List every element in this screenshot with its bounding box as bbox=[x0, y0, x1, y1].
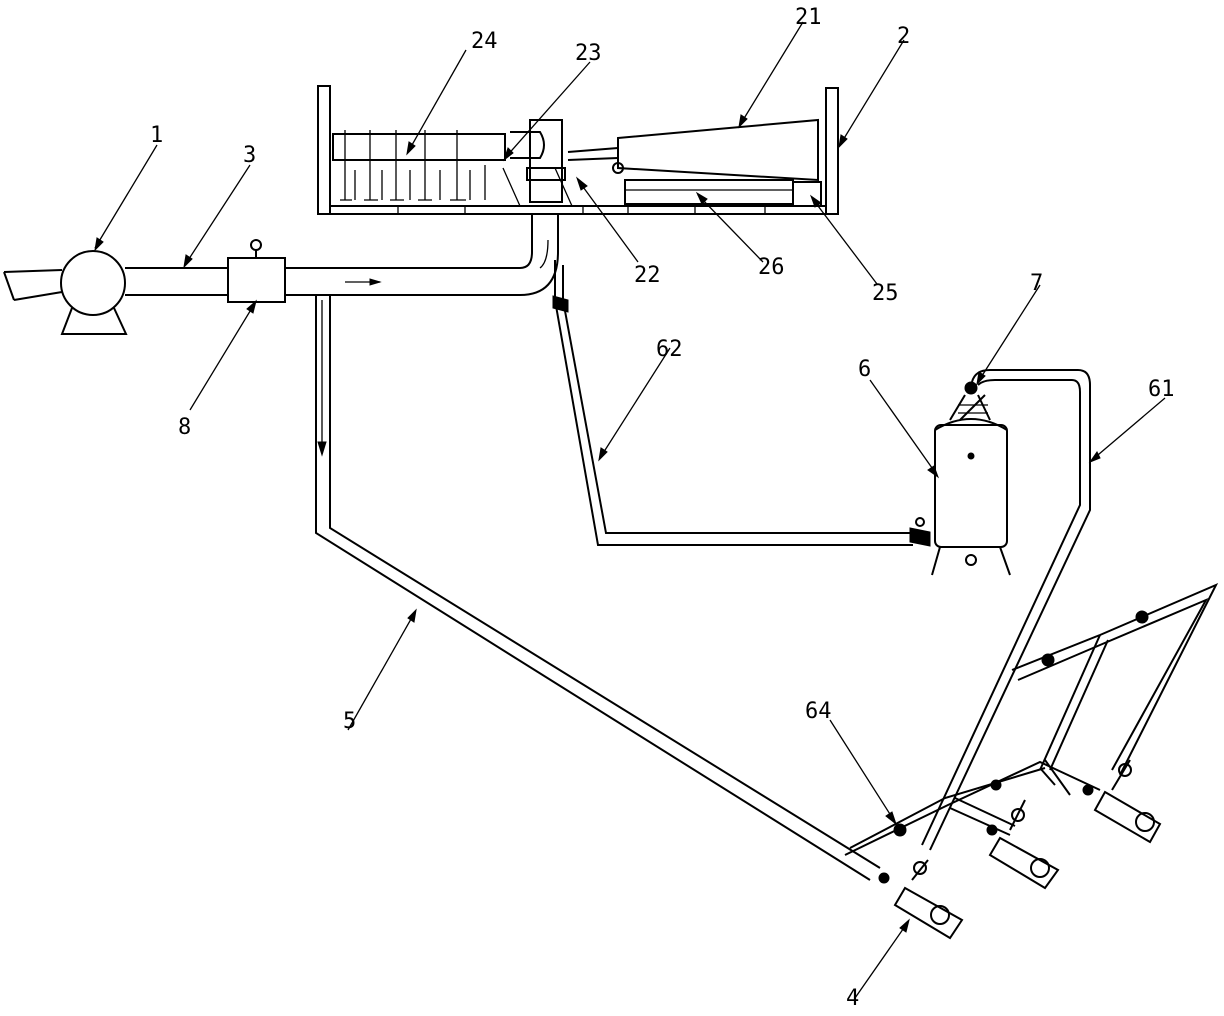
label-6: 6 bbox=[858, 357, 871, 382]
pipe-62 bbox=[552, 260, 913, 546]
leader-lines bbox=[94, 21, 1166, 999]
label-24: 24 bbox=[471, 29, 498, 54]
label-62: 62 bbox=[656, 337, 683, 362]
pump-manifold bbox=[844, 582, 1219, 940]
pipe-61 bbox=[921, 369, 1091, 851]
label-1: 1 bbox=[150, 123, 163, 148]
label-22: 22 bbox=[634, 263, 661, 288]
label-21: 21 bbox=[795, 5, 822, 30]
device-8 bbox=[227, 239, 286, 303]
reference-numerals: 1 2 3 4 5 6 7 8 21 22 23 24 25 26 61 62 … bbox=[150, 5, 1175, 1011]
pump-1 bbox=[3, 250, 128, 335]
label-2: 2 bbox=[897, 24, 910, 49]
label-61: 61 bbox=[1148, 377, 1175, 402]
main-pipe-3 bbox=[125, 215, 559, 296]
label-3: 3 bbox=[243, 143, 256, 168]
label-8: 8 bbox=[178, 415, 191, 440]
label-25: 25 bbox=[872, 281, 899, 306]
label-23: 23 bbox=[575, 41, 602, 66]
pipe-5 bbox=[315, 295, 881, 881]
label-5: 5 bbox=[343, 709, 356, 734]
tank-2 bbox=[317, 85, 839, 215]
label-4: 4 bbox=[846, 986, 859, 1011]
tank-6 bbox=[909, 381, 1011, 576]
label-64: 64 bbox=[805, 699, 832, 724]
label-7: 7 bbox=[1030, 271, 1043, 296]
label-26: 26 bbox=[758, 255, 785, 280]
